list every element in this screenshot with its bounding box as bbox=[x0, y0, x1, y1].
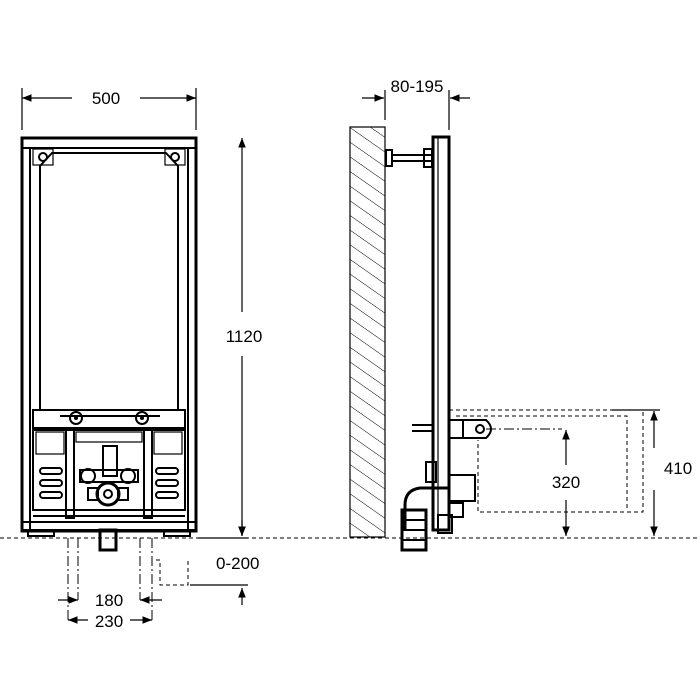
label-230: 230 bbox=[95, 612, 123, 631]
label-320: 320 bbox=[552, 473, 580, 492]
label-410: 410 bbox=[664, 459, 692, 478]
frame-side-column bbox=[431, 135, 451, 532]
dimension-frame-width: 500 bbox=[21, 88, 197, 130]
bidet-outline bbox=[449, 409, 644, 513]
wall-bracket bbox=[385, 148, 433, 168]
corner-bracket-right bbox=[164, 148, 186, 166]
wall-section bbox=[349, 126, 386, 538]
foot-right bbox=[163, 529, 191, 537]
dimension-pipe-spacing-180: 180 bbox=[58, 591, 162, 610]
dimension-inlet-height: 320 bbox=[552, 430, 580, 536]
dimension-wall-offset: 80-195 bbox=[362, 77, 470, 130]
label-500: 500 bbox=[92, 89, 120, 108]
dimension-frame-height: 1120 bbox=[226, 138, 263, 536]
inlet-left bbox=[69, 411, 83, 425]
corner-bracket-left bbox=[32, 148, 54, 166]
inlet-right bbox=[135, 411, 149, 425]
label-1120: 1120 bbox=[226, 327, 263, 346]
side-inlet bbox=[412, 419, 492, 439]
foot-left bbox=[27, 529, 55, 537]
dimension-floor-adjust: 0-200 bbox=[190, 520, 259, 605]
waste-fitting bbox=[79, 445, 139, 552]
dimension-bowl-height: 410 bbox=[650, 411, 692, 536]
label-0-200: 0-200 bbox=[216, 554, 259, 573]
side-view bbox=[349, 126, 660, 552]
label-80-195: 80-195 bbox=[391, 77, 444, 96]
label-180: 180 bbox=[95, 591, 123, 610]
waste-trap bbox=[400, 461, 476, 552]
front-view bbox=[20, 136, 198, 620]
frame-outer bbox=[20, 136, 198, 533]
dimension-pipe-spacing-230: 230 bbox=[68, 612, 152, 631]
frame-inner-panel bbox=[39, 152, 179, 411]
